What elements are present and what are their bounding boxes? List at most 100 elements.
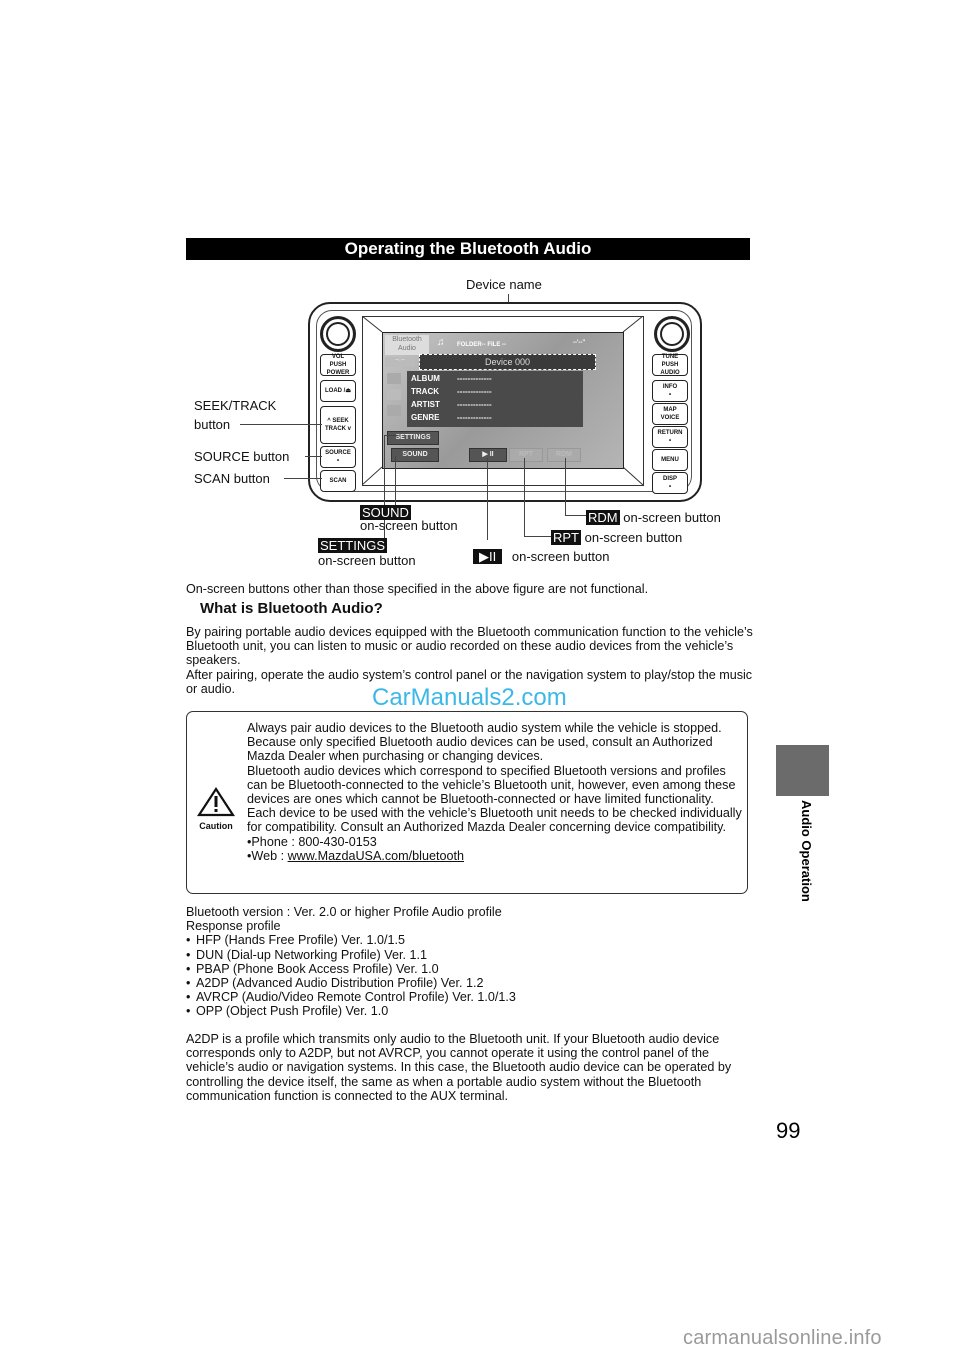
button-sublabel: • xyxy=(336,458,340,464)
scroll-up-button[interactable] xyxy=(387,373,401,384)
button-label: RETURN xyxy=(657,430,683,436)
leader-line xyxy=(565,458,566,515)
button-sublabel: PUSH AUDIO xyxy=(660,362,680,376)
button-label: MENU xyxy=(661,457,679,463)
web-prefix: •Web : xyxy=(247,848,288,863)
rdm-onscreen-button[interactable]: RDM xyxy=(547,448,581,462)
side-tab-marker xyxy=(776,745,829,796)
scroll-down-button[interactable] xyxy=(387,405,401,416)
sound-tag: SOUND xyxy=(360,505,411,520)
button-label: INFO xyxy=(662,384,678,390)
watermark-carmanuals2: CarManuals2.com xyxy=(372,684,567,711)
callout-seek-track: SEEK/TRACK xyxy=(194,398,277,413)
leader-line xyxy=(565,515,587,516)
button-label: SCAN xyxy=(329,478,347,484)
caution-icon-block: Caution xyxy=(196,786,236,831)
caution-label: Caution xyxy=(199,821,233,831)
section-heading: What is Bluetooth Audio? xyxy=(200,600,383,617)
side-tab-label: Audio Operation xyxy=(799,800,814,902)
button-label: SOURCE xyxy=(325,450,351,456)
vol-power-button[interactable]: VOL PUSH POWER xyxy=(320,354,356,376)
button-label: TUNE xyxy=(661,354,679,360)
load-eject-button[interactable]: LOAD /⏏ xyxy=(320,380,356,402)
caution-text: Always pair audio devices to the Bluetoo… xyxy=(247,721,742,863)
return-button[interactable]: RETURN • xyxy=(652,426,688,448)
warning-triangle-icon xyxy=(196,786,236,817)
counter-readout: --:-- xyxy=(385,357,415,367)
caution-box xyxy=(186,711,748,894)
music-note-icon: ♫ xyxy=(437,337,445,348)
audio-unit-inner-frame xyxy=(316,310,692,492)
tune-knob[interactable] xyxy=(654,316,690,352)
button-sublabel: • xyxy=(668,438,672,444)
figure-note: On-screen buttons other than those speci… xyxy=(186,582,649,596)
leader-line xyxy=(305,456,322,457)
tune-audio-button[interactable]: TUNE PUSH AUDIO xyxy=(652,354,688,376)
response-line: Response profile xyxy=(186,919,281,934)
folder-file-readout: FOLDER-- FILE -- xyxy=(457,342,506,348)
profile-item: PBAP (Phone Book Access Profile) Ver. 1.… xyxy=(186,962,758,976)
callout-scan: SCAN button xyxy=(194,471,270,486)
genre-label: GENRE xyxy=(411,413,440,422)
caution-phone: •Phone : 800-430-0153 xyxy=(247,834,377,849)
caution-p2: Because only specified Bluetooth audio d… xyxy=(247,735,713,764)
artist-value: ------------- xyxy=(457,400,492,409)
mazda-bluetooth-link[interactable]: www.MazdaUSA.com/bluetooth xyxy=(287,848,464,863)
button-label: ^ SEEK xyxy=(327,418,349,424)
button-sublabel: TRACK v xyxy=(324,426,351,432)
list-icon-button[interactable] xyxy=(387,389,401,400)
button-sublabel: PUSH POWER xyxy=(326,362,350,376)
paragraph-1: By pairing portable audio devices equipp… xyxy=(186,625,753,668)
callout-rdm: RDM on-screen button xyxy=(586,510,721,525)
album-value: ------------- xyxy=(457,374,492,383)
settings-onscreen-button[interactable]: SETTINGS xyxy=(387,431,439,445)
rpt-desc: on-screen button xyxy=(584,530,683,545)
source-button[interactable]: SOURCE • xyxy=(320,446,356,468)
button-label: LOAD /⏏ xyxy=(324,388,351,394)
rdm-tag: RDM xyxy=(586,510,620,525)
bluetooth-version-block: Bluetooth version : Ver. 2.0 or higher P… xyxy=(186,905,758,1019)
seek-track-button[interactable]: ^ SEEK TRACK v xyxy=(320,406,356,444)
track-info-panel: ALBUM ------------- TRACK ------------- … xyxy=(407,371,583,427)
rpt-tag: RPT xyxy=(551,530,581,545)
leader-line xyxy=(384,435,385,540)
button-sublabel: VOICE xyxy=(660,415,680,421)
sound-onscreen-button[interactable]: SOUND xyxy=(391,448,439,462)
profile-item: A2DP (Advanced Audio Distribution Profil… xyxy=(186,976,758,990)
callout-sound-desc: on-screen button xyxy=(360,518,458,533)
caution-p1: Always pair audio devices to the Bluetoo… xyxy=(247,721,722,735)
watermark-carmanualsonline: carmanualsonline.info xyxy=(683,1327,882,1349)
vol-knob[interactable] xyxy=(320,316,356,352)
disp-button[interactable]: DISP • xyxy=(652,472,688,494)
paragraph-2: After pairing, operate the audio system’… xyxy=(186,667,753,696)
play-pause-onscreen-button[interactable]: ▶ II xyxy=(469,448,507,462)
callout-device-name: Device name xyxy=(466,277,542,292)
scan-button[interactable]: SCAN xyxy=(320,470,356,492)
intro-paragraph: By pairing portable audio devices equipp… xyxy=(186,625,758,696)
track-label: TRACK xyxy=(411,387,439,396)
profile-list: HFP (Hands Free Profile) Ver. 1.0/1.5 DU… xyxy=(186,933,758,1018)
callout-play-pause: ▶II on-screen button xyxy=(473,549,609,565)
leader-line xyxy=(487,458,488,540)
caution-web: •Web : www.MazdaUSA.com/bluetooth xyxy=(247,849,742,863)
play-pause-desc: on-screen button xyxy=(511,549,610,564)
source-label-box: Bluetooth Audio xyxy=(385,335,429,355)
button-label: DISP xyxy=(662,476,677,482)
rpt-onscreen-button[interactable]: RPT xyxy=(509,448,543,462)
section-title-bar: Operating the Bluetooth Audio xyxy=(186,238,750,260)
menu-button[interactable]: MENU xyxy=(652,449,688,471)
map-voice-button[interactable]: MAP VOICE xyxy=(652,403,688,425)
genre-value: ------------- xyxy=(457,413,492,422)
play-pause-tag: ▶II xyxy=(473,549,503,564)
callout-settings: SETTINGS xyxy=(318,538,388,553)
bezel-corner-lines xyxy=(362,316,644,486)
info-button[interactable]: INFO • xyxy=(652,380,688,402)
button-label: VOL xyxy=(331,354,345,360)
callout-rpt: RPT on-screen button xyxy=(551,530,682,545)
callout-seek-track-2: button xyxy=(194,417,231,432)
rdm-desc: on-screen button xyxy=(623,510,721,525)
source-label-2: Audio xyxy=(398,345,416,352)
page-number: 99 xyxy=(776,1118,801,1143)
leader-line xyxy=(240,424,322,425)
profile-item: OPP (Object Push Profile) Ver. 1.0 xyxy=(186,1004,758,1018)
